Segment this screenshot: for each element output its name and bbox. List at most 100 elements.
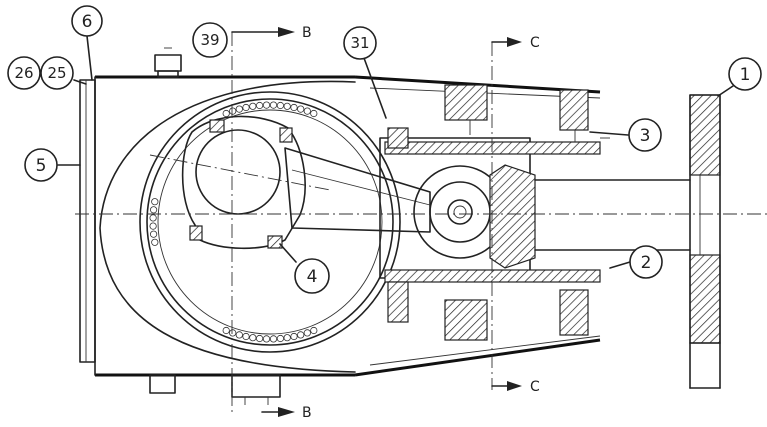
bearing-ball xyxy=(222,109,230,118)
guide-bottom-taper xyxy=(354,338,601,377)
guide-bar-bottom-left xyxy=(444,299,488,341)
bearing-ball xyxy=(249,102,257,110)
balloon-6 xyxy=(71,5,103,37)
oil-filler-cap xyxy=(154,47,182,78)
section-c-top-arrow xyxy=(507,37,522,47)
big-end-bolt-4 xyxy=(267,235,283,249)
bearing-ball xyxy=(262,101,271,109)
balloon-26-text: 26 xyxy=(14,64,33,82)
big-end-bolt-1 xyxy=(209,119,225,133)
cylinder-flange xyxy=(689,94,721,389)
leader-1 xyxy=(717,85,734,97)
bearing-balls-bottom xyxy=(222,326,318,343)
bearing-balls-left xyxy=(149,198,159,246)
section-c-top-label: C xyxy=(530,35,540,51)
leader-lines xyxy=(57,35,734,269)
bearing-ball xyxy=(150,230,158,238)
crosshead-shoe-top xyxy=(384,141,601,155)
piston-rod xyxy=(534,137,691,251)
bearing-ball xyxy=(242,103,250,112)
crosshead-shoe-bottom xyxy=(384,269,601,283)
balloon-2-text: 2 xyxy=(641,253,652,273)
bearing-ball xyxy=(151,198,159,206)
gudgeon-pin-bore xyxy=(453,205,467,219)
foot-left xyxy=(149,374,176,394)
balloon-2 xyxy=(629,245,663,279)
flange-bottom xyxy=(689,254,721,344)
rod-shank xyxy=(284,147,431,233)
bearing-ball xyxy=(229,329,237,337)
balloon-5-text: 5 xyxy=(36,156,47,176)
bearing-ball xyxy=(222,326,230,335)
bearing-ball xyxy=(310,109,318,118)
flange-outline xyxy=(689,94,721,344)
big-end-bolt-3 xyxy=(189,225,203,241)
balloon-31-text: 31 xyxy=(350,34,369,52)
part-balloons: 1 2 3 4 5 6 25 26 31 39 xyxy=(7,5,762,294)
balloon-4-text: 4 xyxy=(307,267,318,287)
bearing-ball xyxy=(290,332,298,341)
bearing-ball xyxy=(262,335,271,343)
crankcase-housing xyxy=(79,75,601,405)
bearing-ball xyxy=(235,331,243,339)
bearing-ball xyxy=(290,103,298,112)
bearing-balls-top xyxy=(222,101,318,118)
leader-3 xyxy=(589,131,629,136)
bearing-ball xyxy=(255,101,264,110)
crankshaft-bearing xyxy=(139,91,401,353)
leader-4 xyxy=(279,243,297,263)
section-b-bottom-label: B xyxy=(302,405,312,421)
bearing-ball xyxy=(276,101,284,110)
small-end-bush xyxy=(429,181,491,243)
big-end-housing xyxy=(181,115,306,250)
leader-25 xyxy=(73,79,87,85)
section-line-c: C C xyxy=(491,35,540,395)
bearing-outer-ring xyxy=(139,91,401,353)
balloon-25 xyxy=(40,56,74,90)
bearing-race xyxy=(157,109,383,335)
bearing-inner-ring xyxy=(146,98,394,346)
section-b-top-arrow xyxy=(278,27,295,37)
balloon-39-text: 39 xyxy=(200,31,219,49)
section-b-bottom-arrow xyxy=(278,407,295,417)
section-c-bottom-arrow xyxy=(507,381,522,391)
balloon-5 xyxy=(24,148,58,182)
filler-cap-top xyxy=(154,54,182,72)
balloon-31 xyxy=(343,26,377,60)
connecting-rod xyxy=(181,115,507,259)
bearing-ball xyxy=(303,329,311,337)
guide-bar-top-right xyxy=(559,89,589,131)
balloon-3-text: 3 xyxy=(640,126,651,146)
crank-pit-curve xyxy=(99,80,356,373)
bearing-ball xyxy=(149,214,157,222)
leader-31 xyxy=(363,57,387,119)
section-c-bottom-label: C xyxy=(530,379,540,395)
balloon-6-text: 6 xyxy=(82,12,93,32)
section-line-b: B B xyxy=(231,25,312,421)
balloon-26 xyxy=(7,56,41,90)
leader-2 xyxy=(609,261,631,269)
gudgeon-pin xyxy=(447,199,473,225)
crosshead-nose xyxy=(489,164,536,269)
bearing-ball xyxy=(149,222,157,230)
bearing-ball xyxy=(229,107,237,115)
balloon-1-text: 1 xyxy=(740,65,751,85)
crank-pin xyxy=(195,129,281,215)
bearing-ball xyxy=(249,334,257,342)
guide-bottom-inner xyxy=(369,335,601,366)
big-end-bolt-2 xyxy=(279,127,293,143)
balloon-39 xyxy=(192,22,228,58)
guide-bar-top-left xyxy=(444,84,488,121)
guide-bolt-bottom xyxy=(387,281,409,323)
bearing-ball xyxy=(276,334,284,343)
balloon-1 xyxy=(728,57,762,91)
filler-cap-neck xyxy=(157,70,179,78)
end-cover-plate xyxy=(79,79,96,363)
foot-middle xyxy=(231,374,281,398)
bearing-ball xyxy=(242,332,250,341)
bearing-ball xyxy=(303,107,311,115)
flange-top xyxy=(689,94,721,176)
rod-shank-line xyxy=(291,169,431,206)
balloon-3 xyxy=(628,118,662,152)
